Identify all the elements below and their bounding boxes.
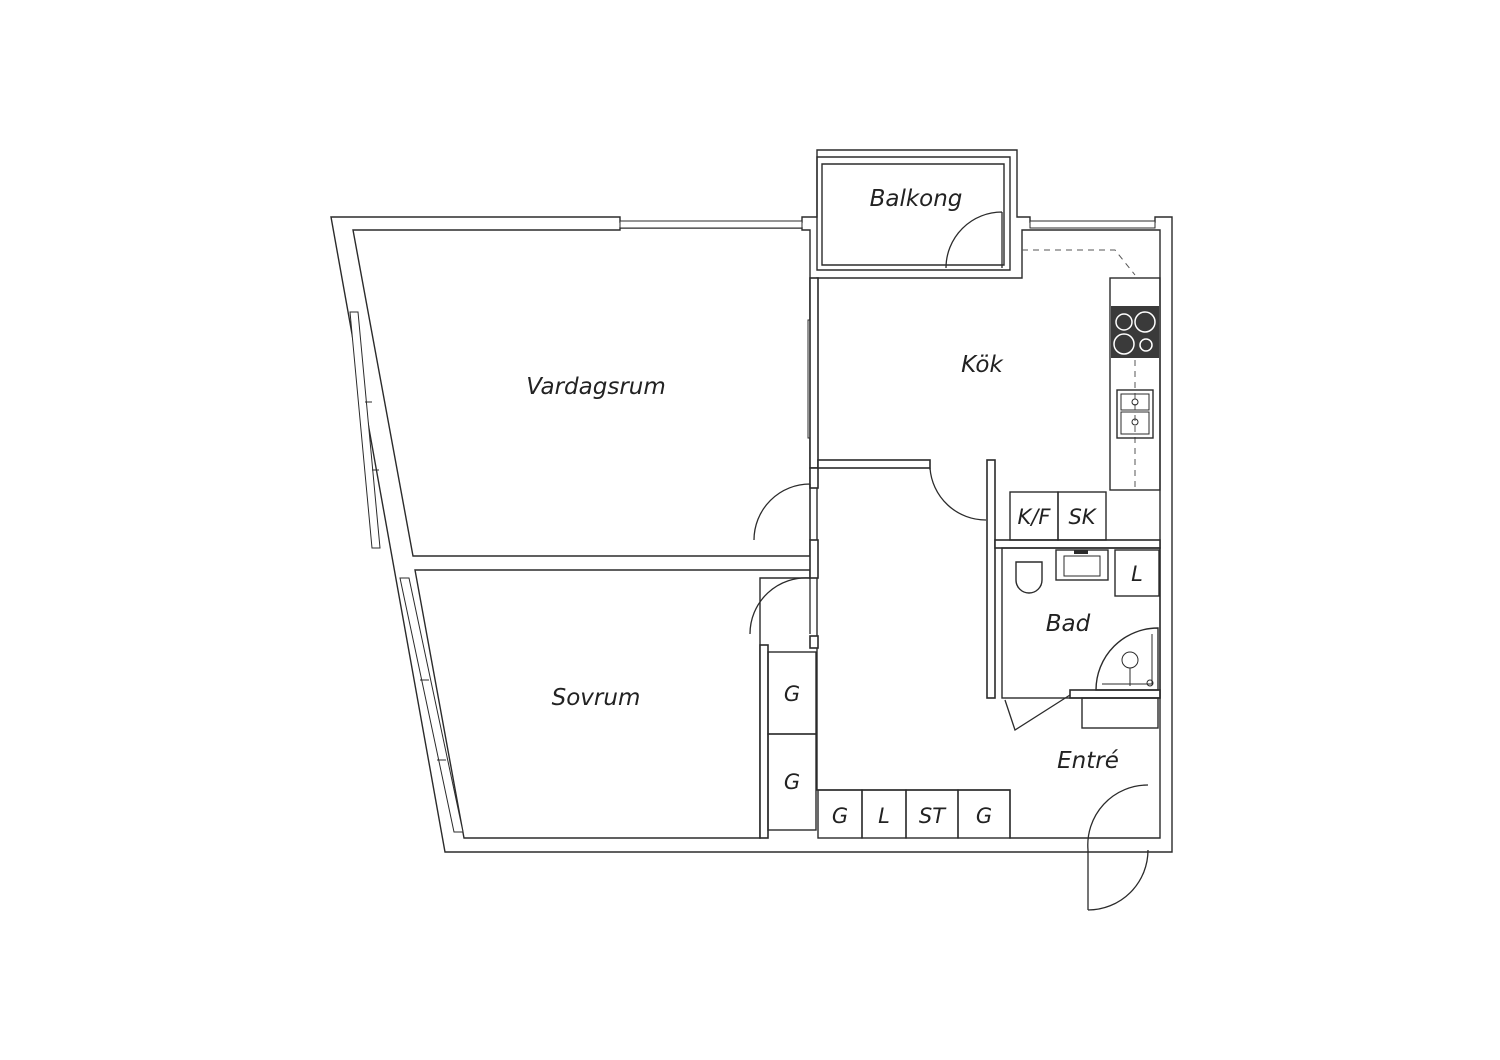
door-vardagsrum	[753, 483, 811, 541]
room-labels: Balkong Vardagsrum Kök Bad Sovrum Entré	[526, 186, 1119, 774]
bathroom-fittings	[1001, 547, 1161, 699]
toilet	[1015, 561, 1043, 594]
upper-cabinets-outline	[1022, 249, 1136, 276]
kitchen-counter	[1109, 277, 1161, 491]
room-label-bad: Bad	[1046, 611, 1091, 637]
entre-shelf	[1081, 697, 1159, 729]
window-vardagsrum-left	[349, 311, 381, 549]
bathroom-outline	[1001, 547, 1161, 699]
room-label-entre: Entré	[1057, 748, 1119, 774]
room-label-vardagsrum: Vardagsrum	[526, 374, 666, 400]
cabinet-sk-box	[1057, 491, 1107, 541]
door-bad	[1004, 694, 1071, 731]
label-closet-g1: G	[784, 682, 800, 706]
label-sk: SK	[1068, 505, 1097, 529]
unit-labels: K/F SK L G G G L ST G	[784, 505, 1143, 828]
label-kf: K/F	[1018, 505, 1052, 529]
room-label-kok: Kök	[961, 352, 1004, 378]
label-closet-l: L	[878, 804, 890, 828]
window-sovrum-left	[399, 577, 464, 833]
interior-walls	[759, 277, 1161, 839]
bath-cabinet	[1114, 549, 1160, 597]
closets	[767, 651, 1159, 839]
doors	[749, 211, 1149, 911]
door-entre	[1087, 784, 1149, 910]
kitchen-sink	[1116, 389, 1154, 439]
window-kok-top	[1029, 220, 1156, 229]
room-label-sovrum: Sovrum	[552, 685, 641, 711]
label-closet-st: ST	[919, 804, 947, 828]
label-closet-g4: G	[976, 804, 992, 828]
exterior-walls	[330, 149, 1173, 853]
room-label-balkong: Balkong	[870, 186, 963, 212]
door-kok	[929, 467, 987, 521]
label-closet-g2: G	[784, 770, 800, 794]
window-vardagsrum-top	[619, 220, 803, 229]
door-sovrum	[749, 577, 811, 635]
door-balkong	[945, 211, 1003, 269]
kitchen-fittings	[1009, 249, 1161, 541]
closet-g2	[767, 733, 817, 831]
shower	[1095, 627, 1159, 691]
closet-g4	[957, 789, 1011, 839]
label-closet-g3: G	[832, 804, 848, 828]
label-bad-l: L	[1131, 562, 1143, 586]
